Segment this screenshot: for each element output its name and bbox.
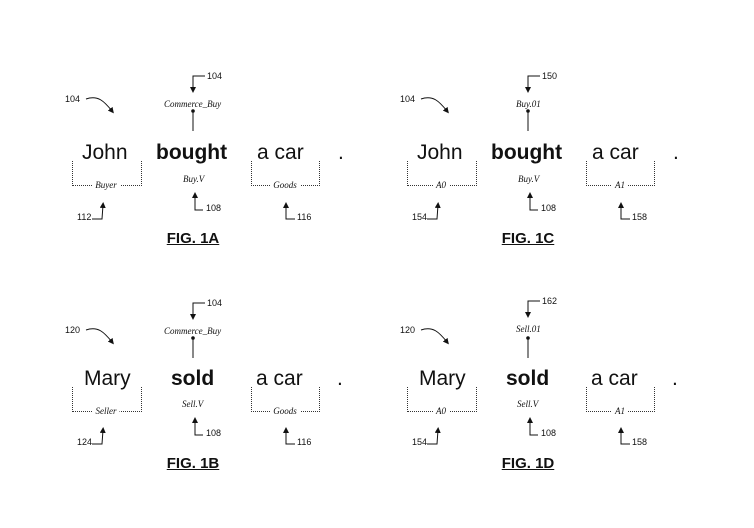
subject-role: A0 [433, 180, 449, 190]
subject-role: Buyer [92, 180, 120, 190]
object-role: Goods [270, 406, 300, 416]
verb-word: sold [506, 367, 550, 390]
predicate-ref: 108 [541, 203, 557, 213]
subject-ref: 154 [412, 437, 428, 447]
figure-1b: 120 104 Commerce_Buy Mary sold a car . S… [60, 292, 400, 492]
figure-1c: 104 150 Buy.01 John bought a car . A0 Bu… [395, 65, 735, 265]
predicate-label: Buy.V [183, 174, 205, 184]
verb-word: sold [171, 367, 215, 390]
predicate-ref: 108 [206, 203, 222, 213]
subject-ref: 124 [77, 437, 93, 447]
figure-caption: FIG. 1D [501, 455, 555, 472]
subject-role: A0 [433, 406, 449, 416]
subject-word: Mary [419, 367, 466, 390]
predicate-ref: 108 [541, 428, 557, 438]
frame-label: Commerce_Buy [164, 99, 222, 109]
predicate-label: Sell.V [182, 399, 204, 409]
object-ref: 158 [632, 437, 648, 447]
object-word: a car [592, 141, 639, 164]
frame-label: Buy.01 [516, 99, 541, 109]
figure-caption: FIG. 1C [501, 230, 555, 247]
sentence-ref: 104 [65, 94, 81, 104]
frame-label: Sell.01 [516, 324, 541, 334]
figure-1a: 104 104 Commerce_Buy John bought a car .… [60, 65, 400, 265]
punctuation: . [672, 367, 678, 390]
leader-arrows [85, 302, 295, 445]
verb-word: bought [491, 141, 563, 164]
figure-caption: FIG. 1B [166, 455, 220, 472]
figure-1d: 120 162 Sell.01 Mary sold a car . A0 Sel… [395, 292, 735, 492]
object-ref: 116 [297, 212, 312, 222]
frame-ref: 104 [207, 298, 223, 308]
predicate-label: Buy.V [518, 174, 540, 184]
subject-ref: 154 [412, 212, 428, 222]
sentence-ref: 104 [400, 94, 416, 104]
frame-ref: 162 [542, 296, 558, 306]
subject-word: John [82, 141, 128, 164]
predicate-label: Sell.V [517, 399, 539, 409]
subject-word: John [417, 141, 463, 164]
predicate-ref: 108 [206, 428, 222, 438]
object-role: A1 [612, 180, 628, 190]
object-role: A1 [612, 406, 628, 416]
object-word: a car [257, 141, 304, 164]
sentence-ref: 120 [400, 325, 416, 335]
frame-label: Commerce_Buy [164, 326, 222, 336]
verb-word: bought [156, 141, 228, 164]
punctuation: . [673, 141, 679, 164]
object-ref: 116 [297, 437, 312, 447]
object-word: a car [256, 367, 303, 390]
leader-arrows [85, 75, 295, 220]
punctuation: . [337, 367, 343, 390]
leader-arrows [420, 300, 630, 445]
leader-arrows [420, 75, 630, 220]
subject-word: Mary [84, 367, 131, 390]
sentence-ref: 120 [65, 325, 81, 335]
object-word: a car [591, 367, 638, 390]
subject-ref: 112 [77, 212, 92, 222]
punctuation: . [338, 141, 344, 164]
frame-ref: 104 [207, 71, 223, 81]
object-ref: 158 [632, 212, 648, 222]
figure-caption: FIG. 1A [166, 230, 220, 247]
object-role: Goods [270, 180, 300, 190]
frame-ref: 150 [542, 71, 558, 81]
subject-role: Seller [92, 406, 120, 416]
